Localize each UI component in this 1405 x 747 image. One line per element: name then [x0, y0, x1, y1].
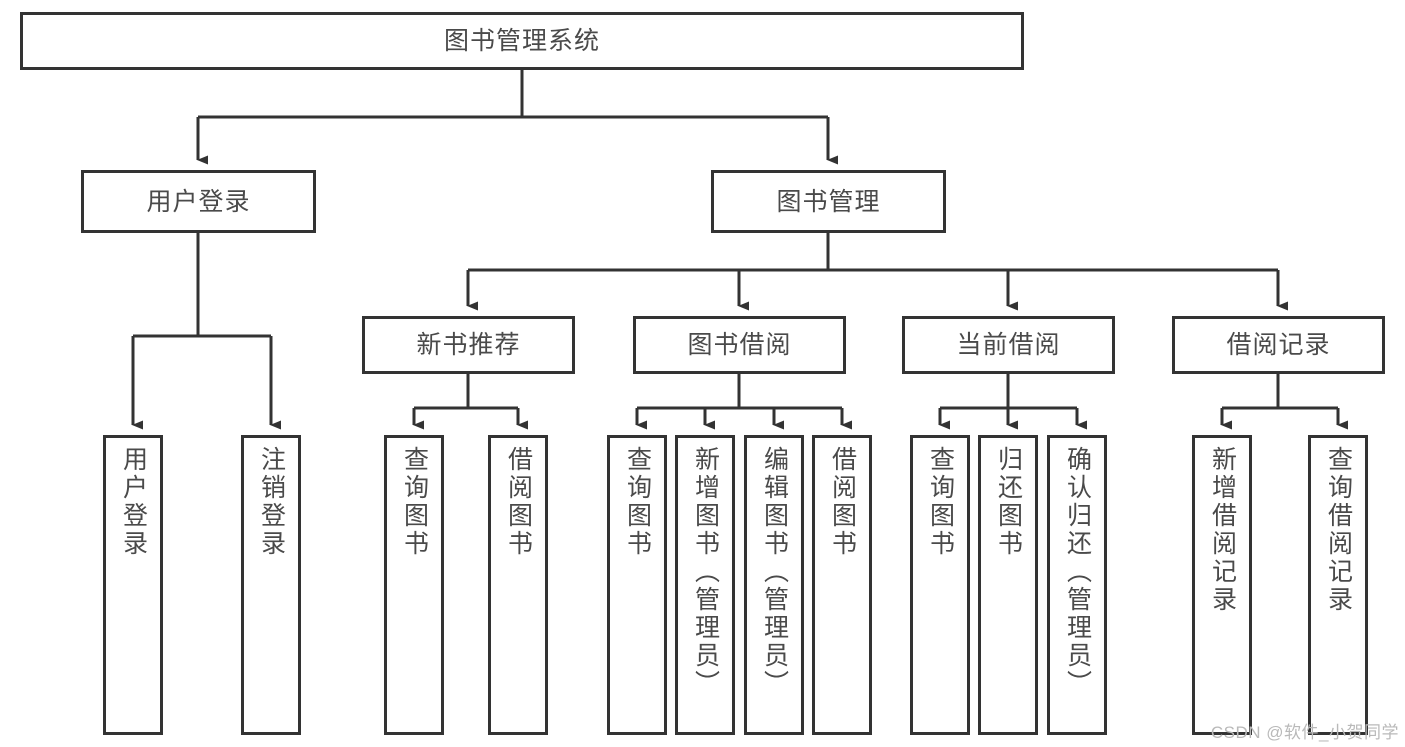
node-label: 查询图书: [623, 446, 652, 558]
node-label: 借阅图书: [504, 446, 533, 558]
node-label: 确认归还（管理员）: [1063, 446, 1092, 698]
node-label: 新增图书（管理员）: [691, 446, 720, 698]
node-label: 新书推荐: [416, 331, 521, 359]
leaf-borrow-book-1[interactable]: 借阅图书: [488, 435, 548, 735]
leaf-return-book[interactable]: 归还图书: [978, 435, 1038, 735]
leaf-add-book[interactable]: 新增图书（管理员）: [675, 435, 735, 735]
node-root-system[interactable]: 图书管理系统: [20, 12, 1024, 70]
node-borrow-record[interactable]: 借阅记录: [1172, 316, 1385, 374]
csdn-watermark: CSDN @软件_小贺同学: [1210, 723, 1399, 742]
node-label: 查询图书: [400, 446, 429, 558]
node-label: 用户登录: [146, 187, 251, 216]
leaf-borrow-book-2[interactable]: 借阅图书: [812, 435, 872, 735]
leaf-query-book-1[interactable]: 查询图书: [384, 435, 444, 735]
node-label: 查询图书: [926, 446, 955, 558]
leaf-confirm-return[interactable]: 确认归还（管理员）: [1047, 435, 1107, 735]
node-book-borrow[interactable]: 图书借阅: [633, 316, 846, 374]
node-label: 图书借阅: [687, 331, 792, 359]
node-label: 新增借阅记录: [1208, 446, 1237, 614]
node-label: 注销登录: [257, 446, 286, 558]
node-current-borrow[interactable]: 当前借阅: [902, 316, 1115, 374]
leaf-logout[interactable]: 注销登录: [241, 435, 301, 735]
node-label: 图书管理系统: [443, 27, 600, 55]
node-label: 借阅记录: [1226, 331, 1331, 359]
leaf-add-record[interactable]: 新增借阅记录: [1192, 435, 1252, 735]
node-label: 借阅图书: [828, 446, 857, 558]
node-new-book-recommend[interactable]: 新书推荐: [362, 316, 575, 374]
node-label: 归还图书: [994, 446, 1023, 558]
leaf-edit-book[interactable]: 编辑图书（管理员）: [744, 435, 804, 735]
leaf-query-book-3[interactable]: 查询图书: [910, 435, 970, 735]
node-label: 图书管理: [776, 187, 881, 216]
node-user-login[interactable]: 用户登录: [81, 170, 316, 233]
leaf-query-book-2[interactable]: 查询图书: [607, 435, 667, 735]
node-label: 用户登录: [119, 446, 148, 558]
node-label: 查询借阅记录: [1324, 446, 1353, 614]
node-book-manage[interactable]: 图书管理: [711, 170, 946, 233]
leaf-user-login[interactable]: 用户登录: [103, 435, 163, 735]
leaf-query-record[interactable]: 查询借阅记录: [1308, 435, 1368, 735]
node-label: 编辑图书（管理员）: [760, 446, 789, 698]
node-label: 当前借阅: [956, 331, 1061, 359]
